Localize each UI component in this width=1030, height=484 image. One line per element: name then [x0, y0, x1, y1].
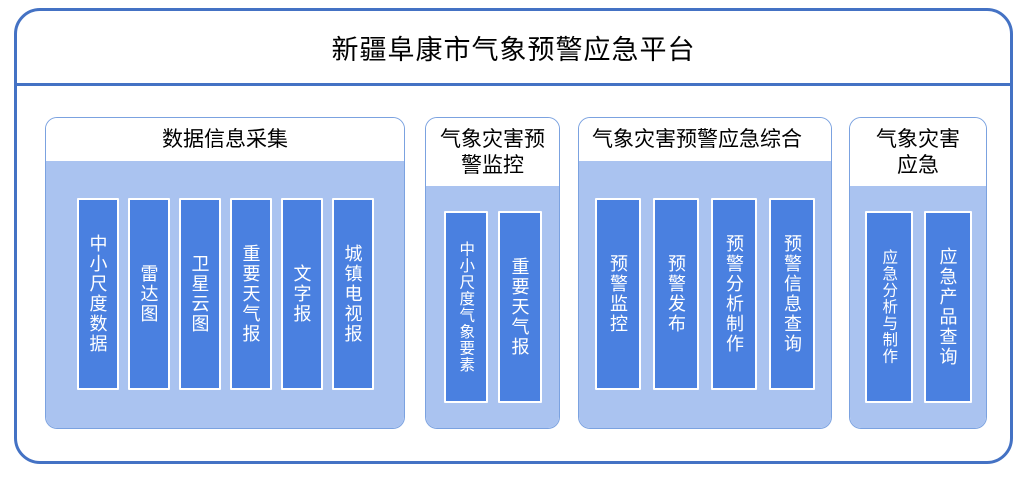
item-bar[interactable]: 中小尺度数据: [76, 198, 119, 391]
item-bar[interactable]: 重要天气报: [229, 198, 272, 391]
item-bar[interactable]: 应急产品查询: [923, 211, 972, 404]
item-label: 预警信息查询: [782, 234, 802, 355]
item-label: 预警发布: [666, 254, 686, 335]
item-bar[interactable]: 雷达图: [127, 198, 170, 391]
item-label: 重要天气报: [240, 244, 261, 345]
item-bar[interactable]: 中小尺度气象要素: [443, 211, 488, 404]
platform-title-bar: 新疆阜康市气象预警应急平台: [17, 11, 1010, 86]
platform-frame: 新疆阜康市气象预警应急平台 数据信息采集中小尺度数据 雷达图 卫星云图 重要天气报 文字…: [14, 8, 1013, 464]
item-label: 应急产品查询: [937, 247, 958, 368]
groups-row: 数据信息采集中小尺度数据 雷达图 卫星云图 重要天气报 文字报 城镇电视报 气象灾害预 警监…: [17, 86, 1010, 461]
group-body-disaster-emergency: 应急分析与制作 应急产品查询: [850, 186, 986, 428]
item-label: 中小尺度气象要素: [457, 241, 475, 374]
group-body-warning-emergency-integrated: 预警监控 预警发布 预警分析制作 预警信息查询: [579, 160, 831, 428]
page-title: 新疆阜康市气象预警应急平台: [331, 34, 696, 65]
item-bar[interactable]: 重要天气报: [497, 211, 542, 404]
item-bar[interactable]: 预警监控: [595, 198, 641, 391]
group-panel-disaster-warning-monitor: 气象灾害预 警监控中小尺度气象要素 重要天气报: [425, 117, 560, 429]
item-bar[interactable]: 城镇电视报: [331, 198, 374, 391]
group-header-disaster-warning-monitor: 气象灾害预 警监控: [426, 118, 559, 187]
item-label: 城镇电视报: [342, 244, 363, 345]
item-label: 预警分析制作: [724, 234, 744, 355]
item-label: 中小尺度数据: [87, 234, 108, 355]
group-header-disaster-emergency: 气象灾害 应急: [850, 118, 986, 187]
item-label: 重要天气报: [509, 257, 530, 358]
item-bar[interactable]: 文字报: [280, 198, 323, 391]
item-bar[interactable]: 应急分析与制作: [864, 211, 913, 404]
group-panel-disaster-emergency: 气象灾害 应急应急分析与制作 应急产品查询: [849, 117, 987, 429]
group-body-disaster-warning-monitor: 中小尺度气象要素 重要天气报: [426, 186, 559, 428]
item-label: 雷达图: [138, 264, 159, 325]
item-label: 应急分析与制作: [880, 249, 898, 365]
item-bar[interactable]: 预警信息查询: [769, 198, 815, 391]
item-bar[interactable]: 预警分析制作: [711, 198, 757, 391]
group-body-data-collection: 中小尺度数据 雷达图 卫星云图 重要天气报 文字报 城镇电视报: [46, 160, 404, 428]
group-panel-data-collection: 数据信息采集中小尺度数据 雷达图 卫星云图 重要天气报 文字报 城镇电视报: [45, 117, 405, 429]
group-header-data-collection: 数据信息采集: [46, 118, 404, 161]
item-label: 文字报: [291, 264, 312, 325]
item-label: 预警监控: [608, 254, 628, 335]
group-panel-warning-emergency-integrated: 气象灾害预警应急综合预警监控 预警发布 预警分析制作 预警信息查询: [578, 117, 832, 429]
item-bar[interactable]: 预警发布: [653, 198, 699, 391]
item-label: 卫星云图: [189, 254, 210, 335]
item-bar[interactable]: 卫星云图: [178, 198, 221, 391]
group-header-warning-emergency-integrated: 气象灾害预警应急综合: [579, 118, 831, 161]
